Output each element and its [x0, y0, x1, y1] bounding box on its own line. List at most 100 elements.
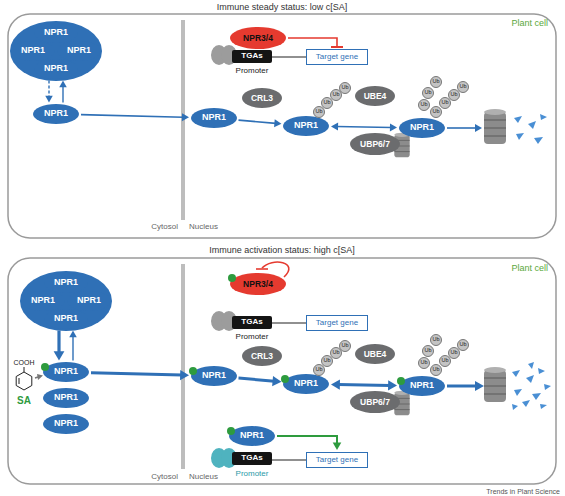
connector-line — [239, 378, 275, 381]
promoter-label: Promoter — [236, 67, 269, 75]
npr1-protein: NPR1 — [11, 41, 55, 61]
connector — [288, 38, 343, 47]
connector — [69, 330, 77, 360]
node-text: NPR1 — [44, 109, 68, 118]
sa-dot — [41, 363, 49, 371]
ubiquitin-tag: Ub — [339, 82, 351, 94]
node-text: NPR3/4 — [243, 34, 273, 43]
panel-title: Immune steady status: low c[SA] — [217, 3, 348, 12]
npr1-protein: NPR1 — [191, 108, 237, 128]
npr1-protein: NPR1 — [44, 273, 88, 293]
node-text: NPR1 — [54, 278, 78, 287]
arrowhead — [390, 124, 397, 132]
node-text: NPR1 — [202, 371, 226, 380]
node-text: TGAs — [241, 52, 262, 60]
node-text: Target gene — [316, 53, 358, 61]
npr1-protein: NPR1 — [67, 291, 111, 311]
tga-box: TGAs — [232, 452, 272, 465]
ubiquitin-tag: Ub — [430, 106, 442, 118]
npr1-protein: NPR1 — [34, 59, 78, 79]
connector — [331, 379, 397, 390]
node-text: TGAs — [241, 318, 262, 326]
connector — [239, 119, 282, 127]
target-gene-box: Target gene — [306, 452, 368, 468]
connector-line — [239, 120, 276, 123]
degradation-arrow — [447, 124, 484, 391]
sa-dot — [397, 377, 405, 385]
salicylic-acid — [16, 367, 32, 390]
node-text: UBP6/7 — [360, 398, 390, 407]
connector — [91, 370, 189, 380]
enzyme-ellipse: UBP6/7 — [350, 391, 400, 413]
arrowhead — [54, 351, 65, 360]
node-text: Target gene — [316, 456, 358, 464]
node-text: NPR1 — [31, 296, 55, 305]
node-text: NPR3/4 — [243, 280, 273, 289]
cell-label: Plant cell — [511, 19, 548, 28]
node-text: CRL3 — [251, 94, 273, 103]
compartment-label: Cytosol — [151, 223, 178, 231]
ubiquitin-tag: Ub — [430, 364, 442, 376]
npr1-protein: NPR1 — [399, 118, 445, 138]
npr1-protein: NPR1 — [44, 309, 88, 329]
target-gene-box: Target gene — [306, 315, 368, 331]
node-text: NPR1 — [294, 121, 318, 130]
tga-box: TGAs — [232, 50, 272, 63]
connector — [331, 123, 397, 132]
tga-box: TGAs — [232, 316, 272, 329]
ubiquitin-tag: Ub — [430, 334, 442, 346]
npr1-protein: NPR1 — [43, 414, 89, 434]
proteasome — [484, 109, 506, 144]
sa-binding-arrow — [35, 374, 43, 380]
arrowhead — [59, 80, 67, 87]
panel-title: Immune activation status: high c[SA] — [209, 246, 355, 255]
ubiquitin-tag: Ub — [457, 339, 469, 351]
oligomer-blob — [20, 271, 112, 331]
node-text: UBP6/7 — [360, 140, 390, 149]
connector — [81, 113, 189, 121]
arrowhead — [182, 113, 189, 121]
sa-dot — [227, 427, 235, 435]
cell-label: Plant cell — [511, 264, 548, 273]
connector-line — [57, 331, 60, 354]
compartment-label: Cytosol — [151, 473, 178, 481]
npr1-protein: NPR1 — [33, 104, 79, 124]
peptide-fragments — [512, 114, 551, 410]
compartment-label: Nucleus — [189, 473, 218, 481]
enzyme-ellipse: UBE4 — [355, 344, 395, 364]
node-text: NPR1 — [21, 46, 45, 55]
oligomer-blob — [10, 21, 102, 81]
enzyme-ellipse: UBE4 — [355, 86, 395, 106]
arrowhead — [180, 370, 189, 380]
nuclear-envelope — [181, 264, 185, 469]
node-text: UBE4 — [364, 92, 387, 101]
compartment-label: Nucleus — [189, 223, 218, 231]
arrowhead — [274, 119, 281, 127]
ubiquitin-tag: Ub — [418, 99, 430, 111]
npr1-protein: NPR1 — [34, 23, 78, 43]
arrowhead — [69, 330, 77, 337]
node-text: NPR1 — [240, 431, 264, 440]
connector — [45, 81, 53, 103]
ubiquitin-tag: Ub — [457, 81, 469, 93]
ubiquitin-tag: Ub — [422, 345, 434, 357]
connector-line — [91, 373, 182, 375]
cell-outline — [8, 258, 556, 484]
cell-outline — [8, 14, 556, 238]
npr1-protein: NPR1 — [283, 374, 329, 394]
arrowhead — [331, 379, 340, 389]
npr1-protein: NPR1 — [21, 291, 65, 311]
sa-dot — [228, 274, 236, 282]
promoter-label: Promoter — [236, 333, 269, 341]
node-text: NPR1 — [410, 381, 434, 390]
npr1-protein: NPR1 — [57, 41, 101, 61]
connector — [59, 80, 67, 102]
sa-dot — [281, 375, 289, 383]
arrowhead — [388, 380, 397, 390]
node-text: NPR1 — [77, 296, 101, 305]
npr1-protein: NPR1 — [399, 376, 445, 396]
node-text: NPR1 — [67, 46, 91, 55]
npr1-protein: NPR1 — [229, 426, 275, 446]
node-text: NPR1 — [410, 123, 434, 132]
chemical-group: COOH — [14, 359, 35, 366]
